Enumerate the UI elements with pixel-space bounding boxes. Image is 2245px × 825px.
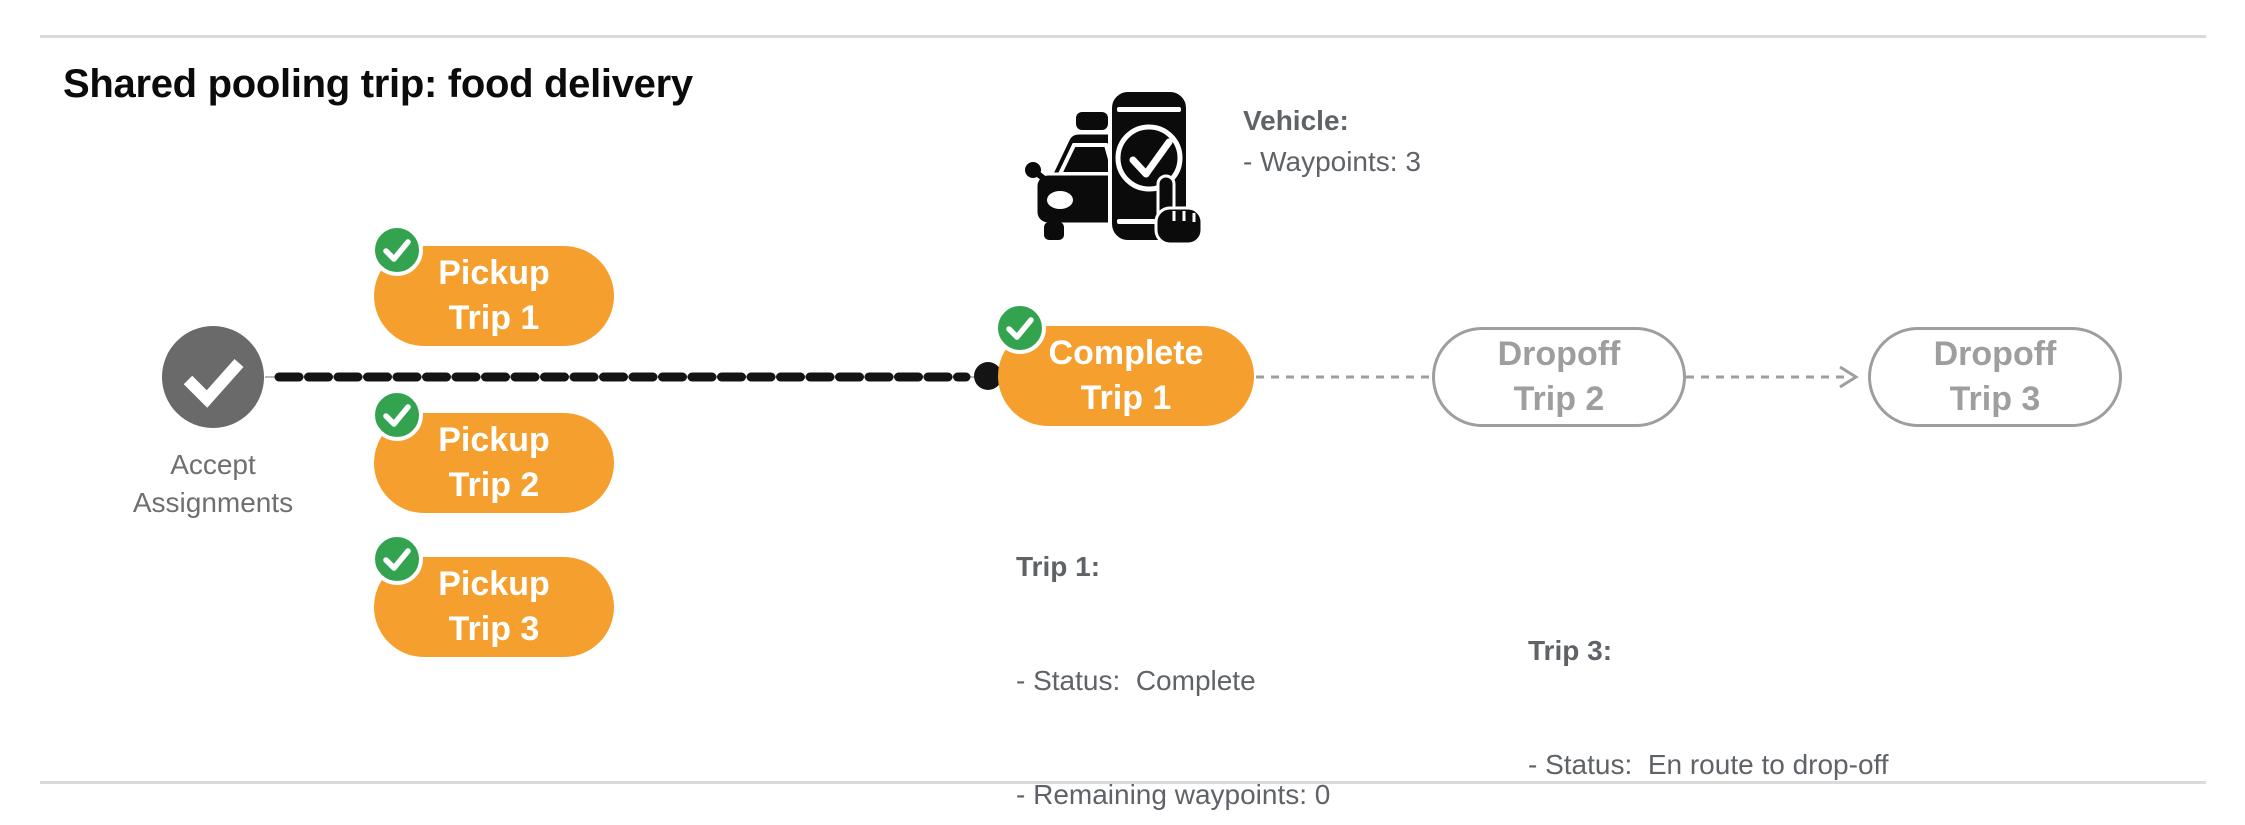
vehicle-info: Vehicle: - Waypoints: 3 [1243,100,1421,182]
check-icon [383,548,411,571]
pill-line1: Complete [1048,334,1204,372]
vehicle-phone-icon [1025,88,1204,246]
bottom-divider [40,781,2206,784]
trip-1-label: Trip 1: [1016,551,1101,582]
check-icon [383,404,411,427]
check-icon [1006,317,1034,340]
pill-line1: Pickup [438,421,550,459]
check-badge-pickup-2 [371,389,423,441]
page-title: Shared pooling trip: food delivery [63,62,693,106]
arrowhead-icon [1839,365,1859,389]
accept-label: Accept Assignments [63,446,363,522]
vehicle-label: Vehicle: [1243,105,1349,136]
pill-line2: Trip 1 [1080,379,1172,417]
pill-line2: Trip 2 [448,466,540,504]
pill-line1: Pickup [438,254,550,292]
node-dropoff-trip-3: Dropoff Trip 3 [1868,327,2122,427]
top-divider [40,35,2206,38]
pill-line2: Trip 2 [1513,380,1605,418]
pill-line2: Trip 3 [448,610,540,648]
trip-status-block-1: Trip 1: - Status: Complete - Remaining w… [1016,472,1377,825]
check-badge-pickup-1 [371,224,423,276]
accept-label-line2: Assignments [132,487,294,518]
pill-line1: Dropoff [1933,335,2057,373]
trip-1-waypoints: - Remaining waypoints: 0 [1016,779,1331,810]
trip-3-status: - Status: En route to drop-off [1528,749,1889,780]
pointing-finger-icon [1154,174,1204,246]
pill-line1: Dropoff [1497,335,1621,373]
check-badge-pickup-3 [371,533,423,585]
pill-line1: Pickup [438,565,550,603]
trip-status-block-2: Trip 3: - Status: En route to drop-off -… [1528,556,1889,825]
trip-1-status: - Status: Complete [1016,665,1256,696]
vehicle-waypoints: - Waypoints: 3 [1243,146,1421,177]
accept-label-line1: Accept [170,449,256,480]
trip-3-label: Trip 3: [1528,635,1613,666]
check-icon [183,359,244,408]
check-badge-complete-1 [994,302,1046,354]
circle-check-icon [1115,124,1183,192]
node-accept-assignments [162,326,264,428]
node-dropoff-trip-2: Dropoff Trip 2 [1432,327,1686,427]
pill-line2: Trip 1 [448,299,540,337]
pill-line2: Trip 3 [1949,380,2041,418]
check-icon [383,239,411,262]
